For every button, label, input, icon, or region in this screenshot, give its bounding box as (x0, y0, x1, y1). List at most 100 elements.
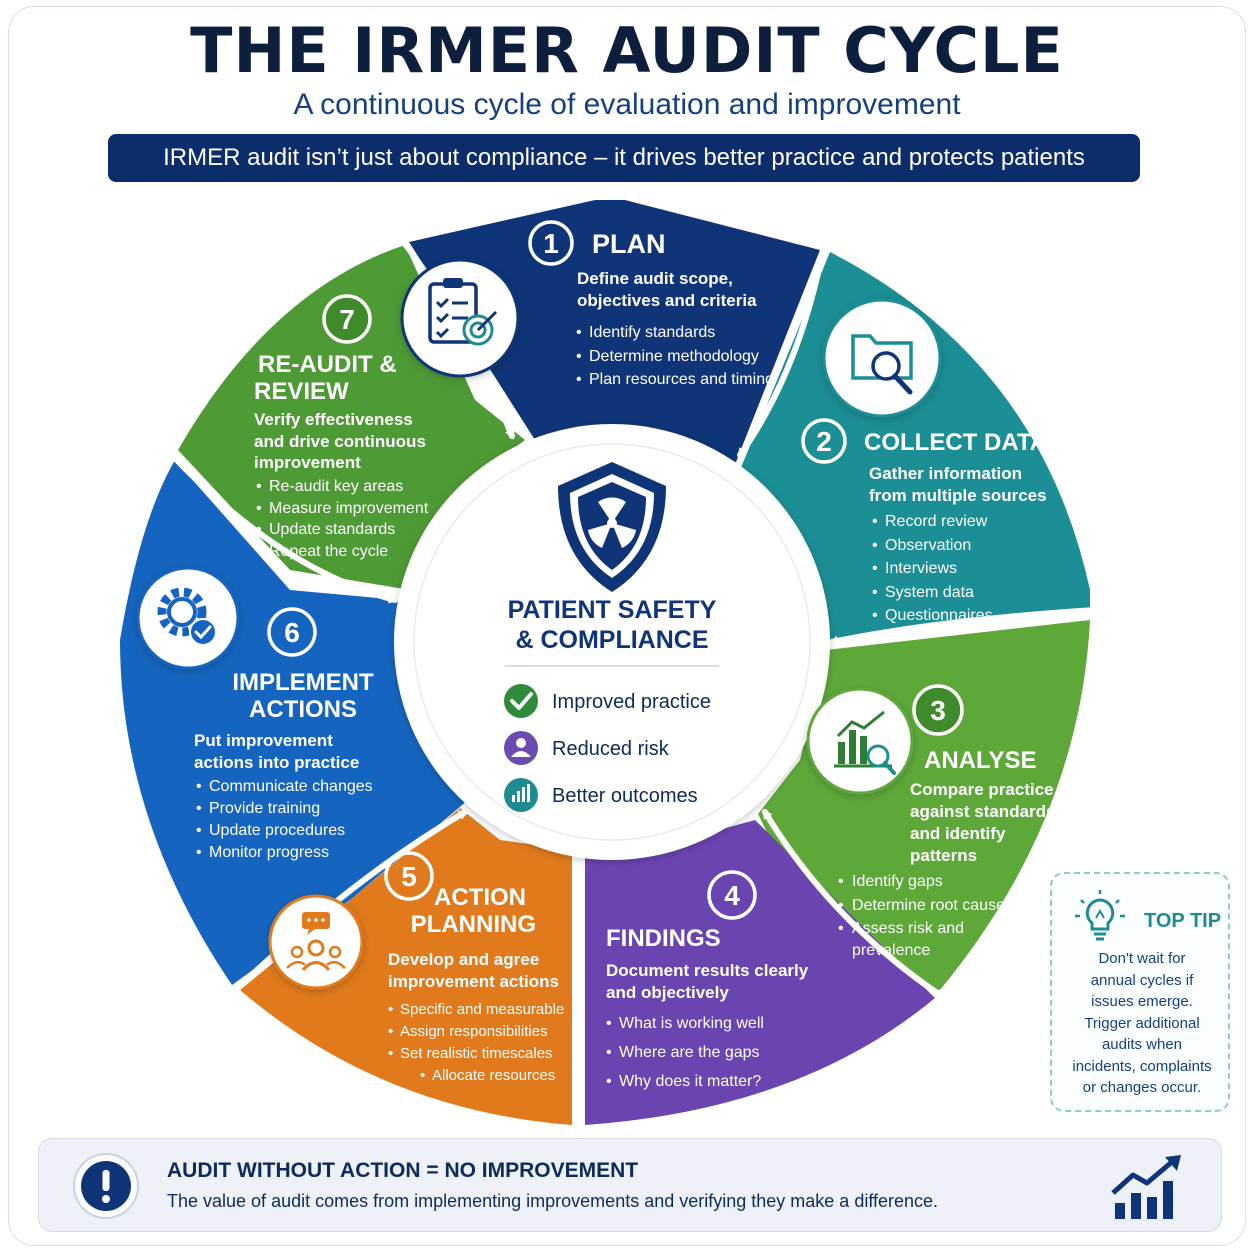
step-bullet: Measure improvement (269, 500, 429, 517)
step-number-badge (801, 418, 847, 464)
step-action-planning: 5 ACTION PLANNING Develop and agree impr… (384, 851, 564, 1084)
bar-chart-circle-icon (504, 778, 538, 812)
step-title: COLLECT DATA (864, 429, 1047, 456)
step-description: and objectively (606, 983, 729, 1002)
step-description: patterns (910, 846, 977, 865)
bullet-dot: • (872, 584, 878, 601)
step-description: Put improvement (194, 731, 333, 750)
step-title: ACTION (434, 884, 526, 911)
step-description: improvement (254, 453, 361, 472)
bullet-dot: • (872, 607, 878, 624)
tip-line: issues emerge. (1091, 993, 1193, 1010)
step-bullet: Set realistic timescales (400, 1045, 553, 1062)
bullet-dot: • (872, 537, 878, 554)
step-bullet: Interviews (885, 560, 957, 577)
step-description: Verify effectiveness (254, 410, 413, 429)
benefit-better-outcomes: Better outcomes (504, 778, 698, 812)
top-tip-text: Don't wait for annual cycles if issues e… (1058, 948, 1226, 1099)
step-bullet: Questionnaires (885, 607, 993, 624)
rising-bar-chart-icon (1111, 1155, 1181, 1219)
step-bullet: Monitor progress (209, 844, 329, 861)
step-bullet: Why does it matter? (619, 1073, 761, 1090)
step-implement-actions: 6 IMPLEMENT ACTIONS Put improvement acti… (194, 607, 374, 861)
benefit-reduced-risk: Reduced risk (504, 731, 670, 765)
bullet-dot: • (256, 521, 262, 538)
step-number-badge (267, 607, 317, 657)
bullet-dot: • (256, 500, 262, 517)
step-number-badge (384, 851, 434, 901)
step-bullet: • (576, 348, 582, 365)
step-title: RE-AUDIT & (258, 351, 397, 378)
top-tip-title: TOP TIP (1144, 910, 1222, 932)
center-title-line-1: PATIENT SAFETY (508, 596, 717, 624)
step-title: PLAN (592, 229, 666, 259)
bullet-dot: • (196, 844, 202, 861)
step-bullet: Specific and measurable (400, 1001, 564, 1018)
step-description: and drive continuous (254, 432, 426, 451)
tip-line: audits when (1101, 1036, 1183, 1053)
step-number: 1 (543, 228, 559, 259)
step-description: Document results clearly (606, 961, 809, 980)
benefit-label: Better outcomes (552, 785, 698, 807)
step-bullet: System data (885, 584, 974, 601)
team-discussion-icon (268, 894, 364, 990)
step-bullet: prevalence (852, 942, 930, 959)
tip-line: incidents, complaints (1072, 1057, 1212, 1075)
step-number-badge (528, 220, 574, 266)
step-bullet: Where are the gaps (619, 1044, 760, 1061)
bullet-dot: • (606, 1073, 612, 1090)
segment-plan (409, 200, 820, 462)
step-description: against standards (910, 802, 1056, 821)
step-description: actions into practice (194, 753, 359, 772)
bullet-dot: • (256, 543, 262, 560)
step-analyse: 3 ANALYSE Compare practice against stand… (838, 684, 1056, 959)
step-bullet: Observation (885, 537, 971, 554)
bullet-dot: • (196, 822, 202, 839)
step-bullet: Repeat the cycle (269, 543, 388, 560)
bullet-dot: • (388, 1001, 393, 1018)
bullet-dot: • (838, 897, 844, 914)
step-number-badge (322, 294, 372, 344)
lightbulb-icon (1075, 890, 1125, 941)
step-bullet: Communicate changes (209, 778, 373, 795)
step-bullet: Determine root causes (852, 897, 1013, 914)
step-bullet: Assess risk and (852, 920, 964, 937)
step-bullet: Re-audit key areas (269, 478, 403, 495)
step-title: REVIEW (254, 378, 349, 405)
benefit-label: Improved practice (552, 691, 711, 713)
step-title: PLANNING (411, 911, 536, 938)
benefit-improved-practice: Improved practice (504, 684, 711, 718)
bullet-dot: • (196, 800, 202, 817)
step-number-badge (912, 684, 964, 736)
bullet-dot: • (872, 560, 878, 577)
step-number: 5 (401, 861, 417, 892)
tip-line: Trigger additional (1084, 1014, 1200, 1032)
bullet-dot: • (388, 1023, 393, 1040)
tip-line: annual cycles if (1090, 971, 1194, 989)
step-description: and identify (910, 824, 1006, 843)
footer-callout: AUDIT WITHOUT ACTION = NO IMPROVEMENT Th… (38, 1138, 1222, 1232)
step-bullet: Update standards (269, 521, 395, 538)
page-subtitle: A continuous cycle of evaluation and imp… (293, 88, 961, 121)
bullet-dot: • (606, 1015, 612, 1032)
step-description: objectives and criteria (577, 291, 757, 310)
step-bullet: Determine methodology (589, 348, 759, 365)
top-tip-box: TOP TIP Don't wait for annual cycles if … (1050, 872, 1230, 1112)
step-title: ANALYSE (924, 747, 1036, 774)
step-plan: 1 PLAN Define audit scope, objectives an… (528, 220, 774, 388)
step-bullet: Assign responsibilities (400, 1023, 548, 1040)
tip-line: Don't wait for (1098, 950, 1186, 967)
step-number: 6 (284, 617, 300, 648)
step-findings: 4 FINDINGS Document results clearly and … (606, 870, 809, 1090)
bullet-dot: • (606, 1044, 612, 1061)
step-description: Compare practice (910, 780, 1054, 799)
exclamation-circle-icon (73, 1153, 139, 1219)
chart-magnifier-icon (806, 687, 914, 795)
step-description: Define audit scope, (577, 269, 733, 288)
bullet-dot: • (420, 1067, 425, 1084)
page-frame (8, 6, 1246, 1246)
step-number-badge (707, 870, 757, 920)
check-circle-icon (504, 684, 538, 718)
bullet-dot: • (872, 513, 878, 530)
